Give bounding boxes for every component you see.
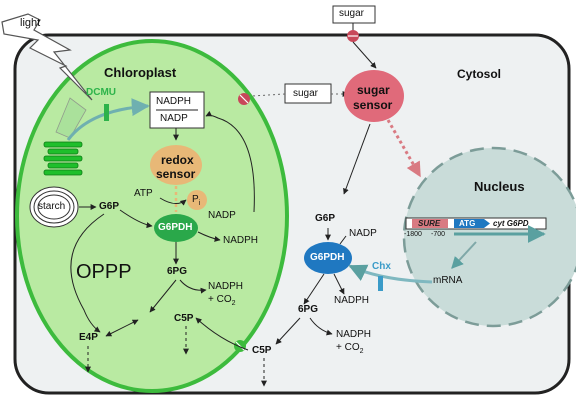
electron-flow-arrow — [66, 98, 150, 141]
nadp-chloroplast-label: NADP — [208, 210, 236, 221]
e4p-label: E4P — [79, 332, 98, 343]
sure-label: SURE — [418, 219, 441, 228]
6pg-chloroplast-label: 6PG — [167, 266, 188, 277]
signal-arrow — [386, 119, 422, 178]
redox-sensor-label-1: redox — [161, 153, 194, 167]
g6pdh-cytosol-label: G6PDH — [310, 252, 345, 263]
nucleus-label: Nucleus — [474, 179, 525, 194]
sugar-top-label: sugar — [339, 8, 365, 19]
phosphate-circle — [187, 190, 207, 210]
atg-label: ATG — [459, 219, 476, 228]
chloroplast-membrane — [15, 39, 289, 393]
6pg-cytosol-label: 6PG — [298, 304, 319, 315]
nadph-co2-chloroplast-label-2: + CO2 — [208, 294, 236, 308]
g6p-cytosol-label: G6P — [315, 213, 336, 224]
sugar-sensor-label-2: sensor — [353, 98, 393, 112]
redox-sensor — [150, 145, 202, 185]
sugar-sensor — [344, 70, 404, 122]
c5p-chloroplast-label: C5P — [174, 313, 194, 324]
g6pdh-cytosol — [304, 242, 352, 274]
nadp-cytosol-label: NADP — [349, 228, 377, 239]
lightning-icon — [1, 13, 93, 101]
nadph-co2-cytosol-label-2: + CO2 — [336, 342, 364, 356]
sugar-box-top — [332, 5, 376, 24]
thylakoid-stack-icon — [43, 141, 83, 176]
mrna-label: mRNA — [433, 275, 463, 286]
nadph-box-bottom-label: NADP — [160, 113, 188, 124]
nadph-cytosol-label: NADPH — [334, 295, 370, 306]
chloroplast-label: Chloroplast — [104, 65, 177, 80]
chx-label: Chx — [372, 261, 391, 272]
redox-sensor-label-2: sensor — [156, 167, 196, 181]
nadph-chloroplast-label: NADPH — [223, 235, 259, 246]
position-1800-label: -1800 — [404, 231, 422, 238]
gene-construct — [405, 217, 547, 243]
c5p-cytosol-label: C5P — [252, 345, 272, 356]
starch-granule-icon — [29, 186, 79, 228]
light-label: light — [20, 17, 41, 29]
nadph-co2-cytosol-label-1: NADPH — [336, 329, 372, 340]
cyt-g6pd-label: cyt G6PD — [493, 219, 529, 228]
nadph-co2-chloroplast-label-1: NADPH — [208, 281, 244, 292]
g6p-chloroplast-label: G6P — [99, 201, 120, 212]
oppp-label: OPPP — [76, 261, 132, 283]
chx-block — [378, 276, 383, 291]
nucleus-membrane — [402, 146, 576, 328]
atp-label: ATP — [134, 188, 153, 199]
transporter-icon — [234, 30, 359, 352]
dcmu-block — [104, 104, 109, 121]
g6pdh-chloroplast-label: G6PDH — [158, 222, 193, 233]
nadph-box-top-label: NADPH — [156, 96, 192, 107]
position-700-label: -700 — [431, 231, 446, 238]
g6pdh-chloroplast — [154, 214, 198, 242]
pi-label: Pi — [192, 194, 201, 208]
dcmu-label: DCMU — [86, 87, 116, 98]
cytosol-label: Cytosol — [457, 67, 502, 81]
starch-label: starch — [38, 201, 66, 212]
sugar-mid-label: sugar — [293, 88, 319, 99]
sugar-sensor-label-1: sugar — [357, 83, 390, 97]
